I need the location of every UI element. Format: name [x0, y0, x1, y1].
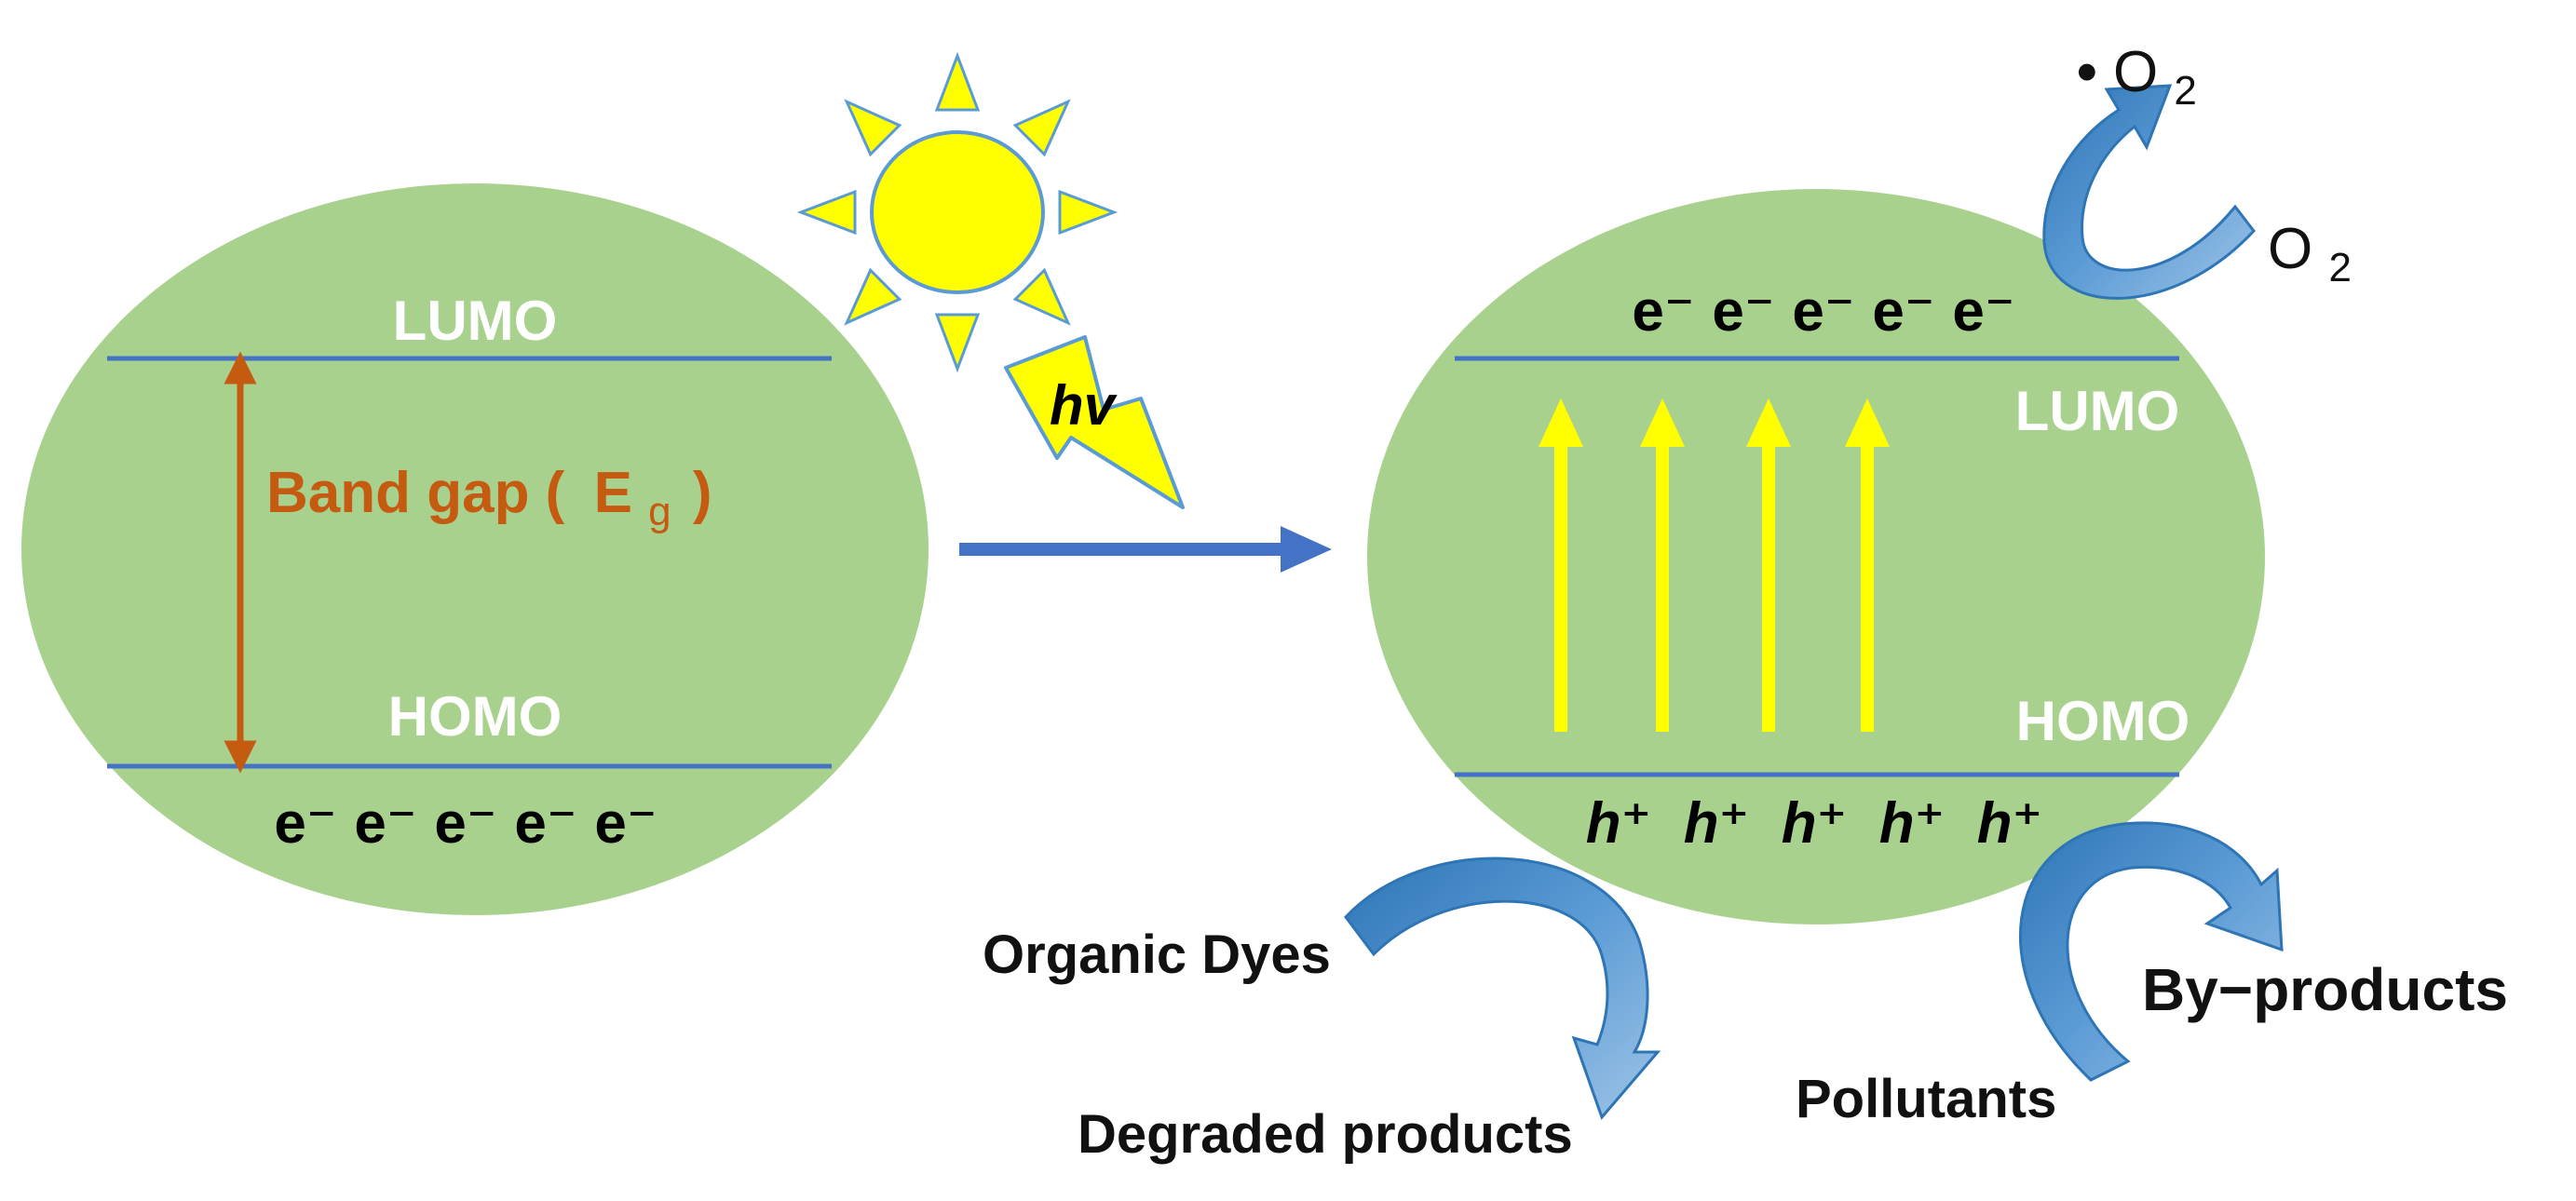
curved-arrow-icon — [1344, 857, 1661, 1120]
sun-icon — [796, 51, 1119, 373]
by-products-label: By−products — [2142, 956, 2508, 1023]
excitation-arrows — [1539, 398, 1890, 732]
curved-arrow-icon — [2019, 821, 2284, 1082]
right-lumo-label: LUMO — [2015, 380, 2180, 442]
process-arrow — [959, 526, 1332, 573]
curved-arrow-icon — [2042, 84, 2256, 300]
hole: h⁺ — [1684, 791, 1750, 856]
excitation-arrow — [1640, 398, 1685, 732]
excitation-arrow — [1845, 398, 1890, 732]
band-gap-text: Band gap ( — [266, 461, 565, 525]
left-homo-label: HOMO — [388, 685, 563, 748]
band-gap-label: Band gap ( E g ) — [266, 461, 712, 538]
right-electron: e⁻ — [1872, 279, 1934, 344]
right-particle-body — [1367, 189, 2265, 924]
oxygen-symbol: O — [2268, 217, 2312, 281]
right-electron: e⁻ — [1952, 279, 2014, 344]
pollutant-degradation-arrow: Pollutants By−products — [1796, 821, 2508, 1129]
left-electron: e⁻ — [514, 791, 576, 856]
light-bolt: hv — [1004, 335, 1185, 509]
hole: h⁺ — [1782, 791, 1848, 856]
left-electron: e⁻ — [434, 791, 496, 856]
radical-dot: • — [2077, 40, 2097, 104]
left-electron: e⁻ — [274, 791, 336, 856]
left-electron: e⁻ — [594, 791, 657, 856]
dye-degradation-arrow: Organic Dyes Degraded products — [983, 857, 1661, 1165]
band-gap-symbol: E — [594, 461, 632, 525]
right-holes: h⁺ h⁺ h⁺ h⁺ h⁺ — [1586, 791, 2043, 856]
left-electron: e⁻ — [354, 791, 416, 856]
right-electron: e⁻ — [1712, 279, 1774, 344]
sun-rays — [796, 51, 1119, 373]
right-homo-label: HOMO — [2016, 690, 2190, 752]
right-electron: e⁻ — [1632, 279, 1694, 344]
hole: h⁺ — [1879, 791, 1946, 856]
superoxide-symbol: O — [2113, 40, 2158, 104]
organic-dyes-label: Organic Dyes — [983, 924, 1331, 985]
right-electrons: e⁻ e⁻ e⁻ e⁻ e⁻ — [1632, 279, 2014, 344]
band-gap-subscript: g — [648, 489, 671, 534]
oxygen-reduction-arrow: • O 2 O 2 — [2042, 40, 2352, 300]
hole: h⁺ — [1586, 791, 1652, 856]
left-particle: LUMO HOMO Band gap ( E g ) e⁻ e⁻ e⁻ e⁻ e… — [21, 183, 929, 915]
right-electron: e⁻ — [1792, 279, 1854, 344]
oxygen-label: O 2 — [2268, 217, 2352, 290]
superoxide-subscript: 2 — [2174, 68, 2196, 114]
left-electrons: e⁻ e⁻ e⁻ e⁻ e⁻ — [274, 791, 657, 856]
oxygen-subscript: 2 — [2328, 245, 2351, 290]
left-lumo-label: LUMO — [393, 290, 558, 352]
sun-disc — [870, 130, 1045, 294]
band-gap-close: ) — [693, 461, 712, 525]
lightning-icon — [1004, 335, 1185, 509]
excitation-arrow — [1539, 398, 1583, 732]
pollutants-label: Pollutants — [1796, 1069, 2056, 1129]
right-particle: LUMO HOMO e⁻ e⁻ e⁻ e⁻ e⁻ — [1367, 189, 2265, 924]
hv-label: hv — [1050, 374, 1119, 437]
hole: h⁺ — [1977, 791, 2043, 856]
excitation-arrow — [1746, 398, 1791, 732]
superoxide-label: • O 2 — [2077, 40, 2197, 114]
degraded-products-label: Degraded products — [1078, 1104, 1573, 1165]
